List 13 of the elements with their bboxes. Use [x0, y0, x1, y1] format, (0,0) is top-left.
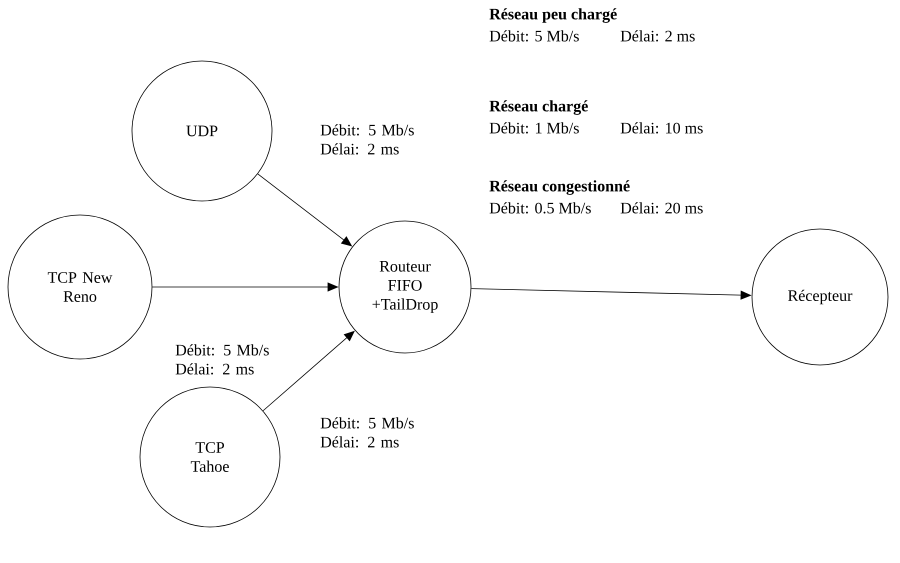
heading: Réseau peu chargé [489, 8, 617, 23]
label: Délai: 10 ms [620, 122, 703, 134]
arrow [262, 330, 355, 412]
heading: Réseau chargé [489, 100, 588, 115]
edge-label: Débit: 5 Mb/s Délai: 2 ms [320, 124, 414, 155]
label: Délai: 2 ms [620, 30, 695, 42]
heading: Réseau congestionné [489, 180, 630, 195]
label: Débit: 1 Mb/s [490, 122, 579, 134]
label: Débit: 5 Mb/s [490, 30, 579, 42]
label: Délai: 20 ms [620, 202, 703, 214]
edge-label: Débit: 5 Mb/s Délai: 2 ms [320, 417, 414, 448]
edge-label: Débit: 5 Mb/s Délai: 2 ms [176, 344, 269, 375]
label: Débit: 0.5 Mb/s [490, 202, 591, 214]
